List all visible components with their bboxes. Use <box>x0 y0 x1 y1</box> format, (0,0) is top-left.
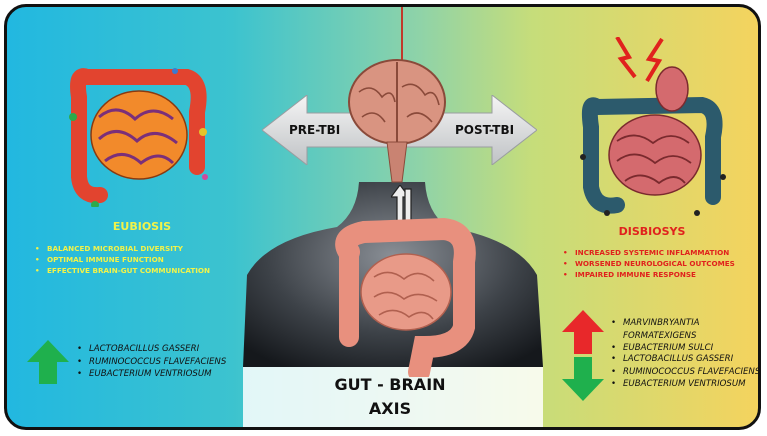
bacteria-item: EUBACTERIUM VENTRIOSUM <box>77 368 277 381</box>
decrease-arrow-icon <box>562 357 604 401</box>
brain-illustration <box>348 7 446 183</box>
disbiosys-point: IMPAIRED IMMUNE RESPONSE <box>563 269 758 280</box>
disbiosys-point: INCREASED SYSTEMIC INFLAMMATION <box>563 247 758 258</box>
post-tbi-label: POST-TBI <box>455 123 515 137</box>
bacteria-item: RUMINOCOCCUS FLAVEFACIENS <box>77 356 277 369</box>
axis-title-line2: AXIS <box>368 399 412 418</box>
disbiosys-point: WORSENED NEUROLOGICAL OUTCOMES <box>563 258 758 269</box>
healthy-gut-illustration <box>69 68 208 207</box>
eubiosis-increased-bacteria: LACTOBACILLUS GASSERI RUMINOCOCCUS FLAVE… <box>77 343 277 381</box>
dysbiotic-gut-illustration <box>580 37 726 216</box>
central-intestine <box>335 217 476 377</box>
pre-tbi-label: PRE-TBI <box>289 123 341 137</box>
eubiosis-point: BALANCED MICROBIAL DIVERSITY <box>35 243 255 254</box>
disbiosys-title-text: DISBIOSYS <box>618 225 686 238</box>
eubiosis-title: EUBIOSIS <box>77 220 207 233</box>
bacteria-item: EUBACTERIUM VENTRIOSUM <box>611 378 758 391</box>
increase-arrow-icon <box>27 340 69 384</box>
bacteria-item: RUMINOCOCCUS FLAVEFACIENS <box>611 366 758 379</box>
diagram-frame: PRE-TBI POST-TBI GUT - BRAIN AXIS <box>4 4 761 430</box>
increase-arrow-red-icon <box>562 310 604 354</box>
disbiosys-increased-bacteria: MARVINBRYANTIA FORMATEXIGENS EUBACTERIUM… <box>611 317 758 355</box>
axis-title-line1: GUT - BRAIN <box>334 375 446 394</box>
disbiosys-points: INCREASED SYSTEMIC INFLAMMATION WORSENED… <box>563 247 758 280</box>
eubiosis-title-text: EUBIOSIS <box>112 220 172 233</box>
eubiosis-points: BALANCED MICROBIAL DIVERSITY OPTIMAL IMM… <box>35 243 255 276</box>
bacteria-item: EUBACTERIUM SULCI <box>611 342 758 355</box>
bacteria-item: MARVINBRYANTIA FORMATEXIGENS <box>611 317 758 342</box>
disbiosys-title: DISBIOSYS <box>597 225 707 238</box>
bacteria-item: LACTOBACILLUS GASSERI <box>611 353 758 366</box>
bacteria-item: LACTOBACILLUS GASSERI <box>77 343 277 356</box>
eubiosis-point: OPTIMAL IMMUNE FUNCTION <box>35 254 255 265</box>
disbiosys-decreased-bacteria: LACTOBACILLUS GASSERI RUMINOCOCCUS FLAVE… <box>611 353 758 391</box>
eubiosis-point: EFFECTIVE BRAIN-GUT COMMUNICATION <box>35 265 255 276</box>
